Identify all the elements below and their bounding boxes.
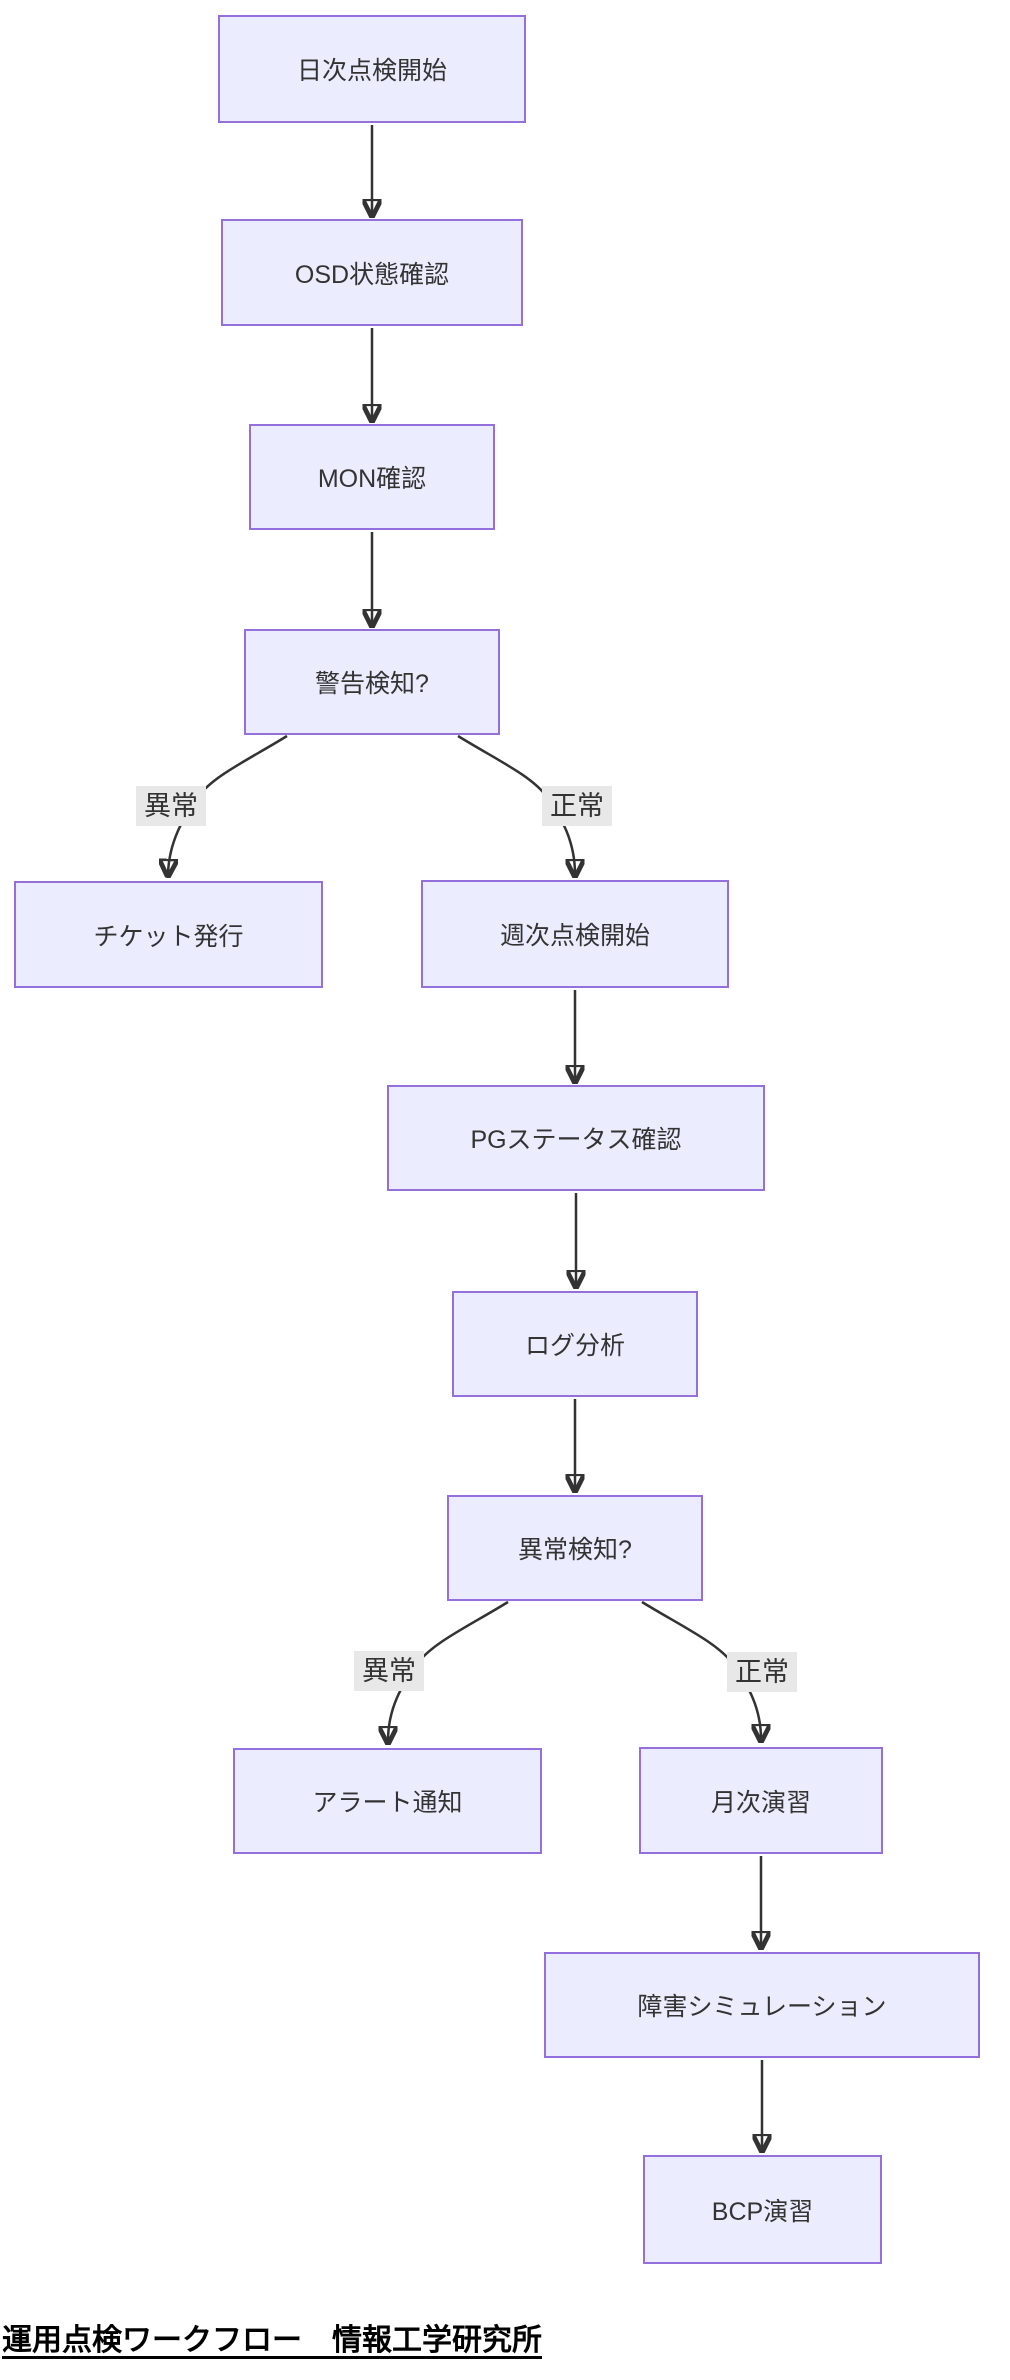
- node-alert-notification: アラート通知: [233, 1748, 542, 1854]
- node-warning-detected: 警告検知?: [244, 629, 500, 735]
- node-monthly-drill: 月次演習: [639, 1747, 883, 1854]
- node-log-analysis: ログ分析: [452, 1291, 698, 1397]
- node-ticket-issue: チケット発行: [14, 881, 323, 988]
- node-osd-status-check: OSD状態確認: [221, 219, 523, 326]
- diagram-caption: 運用点検ワークフロー 情報工学研究所: [2, 2324, 542, 2357]
- node-mon-check: MON確認: [249, 424, 495, 530]
- edge-label-abnormal-1: 異常: [136, 786, 206, 827]
- edge-label-normal-1: 正常: [542, 786, 612, 827]
- node-failure-simulation: 障害シミュレーション: [544, 1952, 980, 2058]
- node-weekly-inspection-start: 週次点検開始: [421, 880, 729, 988]
- node-pg-status-check: PGステータス確認: [387, 1085, 765, 1191]
- edge-label-abnormal-2: 異常: [354, 1651, 424, 1692]
- edge-label-normal-2: 正常: [727, 1652, 797, 1693]
- node-bcp-drill: BCP演習: [643, 2155, 882, 2264]
- node-daily-inspection-start: 日次点検開始: [218, 15, 526, 123]
- node-anomaly-detected: 異常検知?: [447, 1495, 703, 1601]
